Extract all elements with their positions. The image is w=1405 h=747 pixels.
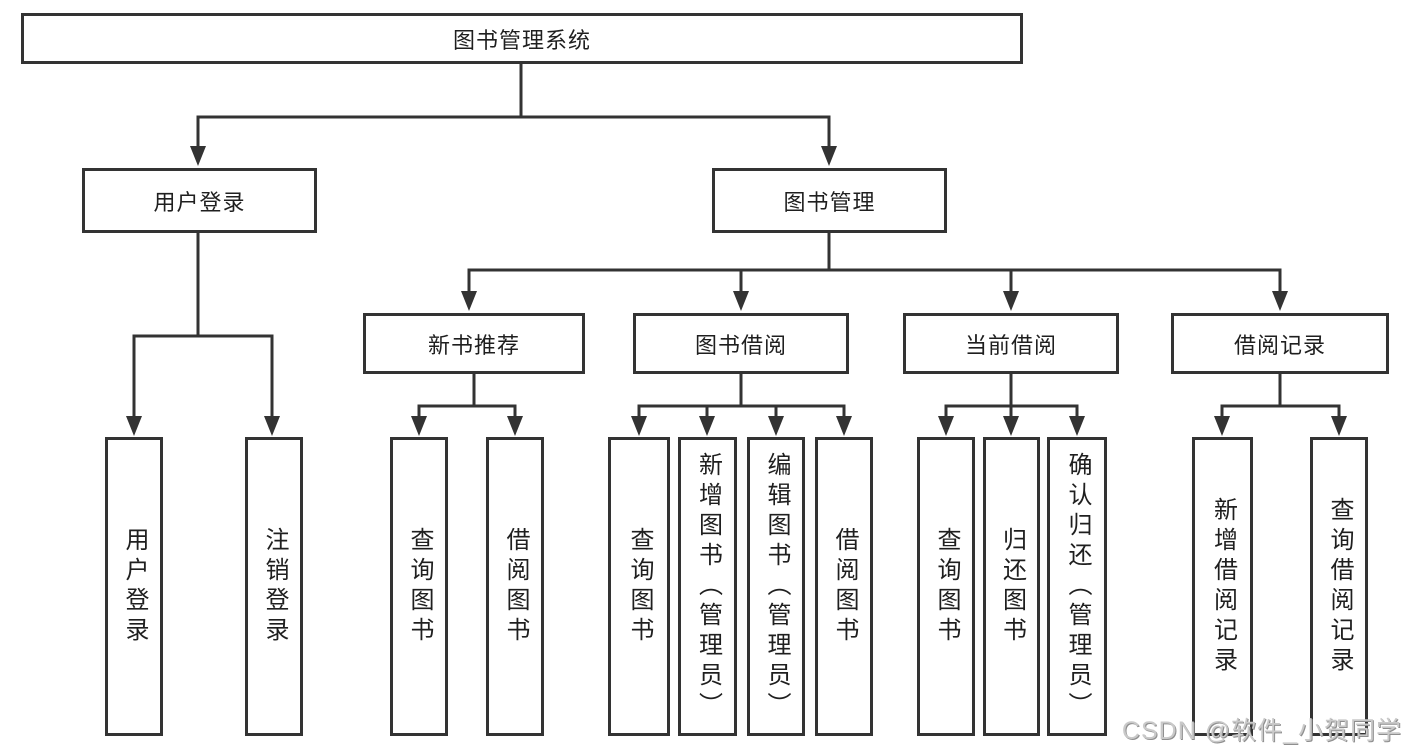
leaf-cb-return-books: 归还图书 <box>983 437 1040 736</box>
leaf-nb-borrow-books: 借阅图书 <box>486 437 544 736</box>
arrowhead-bb-borrow <box>836 416 852 436</box>
arrowhead-nb-query <box>411 416 427 436</box>
node-borrow-records: 借阅记录 <box>1171 313 1389 374</box>
node-book-mgmt: 图书管理 <box>712 168 947 233</box>
arrowhead-cb-return <box>1003 416 1019 436</box>
arrowhead-current-borrow <box>1003 291 1019 311</box>
leaf-cb-query-books: 查询图书 <box>917 437 975 736</box>
arrowhead-br-query <box>1331 416 1347 436</box>
arrowhead-leaf-user-login <box>126 416 142 436</box>
arrowhead-bb-query <box>631 416 647 436</box>
leaf-bb-edit-books-admin: 编辑图书（管理员） <box>747 437 805 736</box>
leaf-bb-query-books: 查询图书 <box>608 437 670 736</box>
new-books-distribution-line <box>417 404 517 424</box>
arrowhead-new-books <box>461 291 477 311</box>
arrowhead-bb-add <box>699 416 715 436</box>
arrowhead-book-mgmt <box>821 146 837 166</box>
leaf-bb-add-books-admin: 新增图书（管理员） <box>678 437 737 736</box>
arrowhead-borrow-records <box>1272 291 1288 311</box>
leaf-logout: 注销登录 <box>245 437 303 736</box>
leaf-br-query-record: 查询借阅记录 <box>1310 437 1368 736</box>
csdn-watermark: CSDN @软件_小贺同学 <box>1121 717 1402 745</box>
level2-distribution-line <box>196 115 831 154</box>
arrowhead-cb-query <box>938 416 954 436</box>
book-borrow-distribution-line <box>637 404 846 424</box>
arrowhead-br-add <box>1214 416 1230 436</box>
borrow-records-distribution-line <box>1220 404 1341 424</box>
leaf-bb-borrow-books: 借阅图书 <box>815 437 873 736</box>
arrowhead-user-login <box>190 146 206 166</box>
arrowhead-book-borrow <box>733 291 749 311</box>
leaf-user-login: 用户登录 <box>105 437 163 736</box>
arrowhead-bb-edit <box>768 416 784 436</box>
node-book-borrow: 图书借阅 <box>633 313 849 374</box>
leaf-cb-confirm-return-admin: 确认归还（管理员） <box>1047 437 1107 736</box>
node-user-login: 用户登录 <box>82 168 317 233</box>
node-library-system: 图书管理系统 <box>21 13 1023 64</box>
user-login-distribution-line <box>132 334 274 424</box>
node-current-borrow: 当前借阅 <box>903 313 1119 374</box>
level3-distribution-line <box>467 268 1282 299</box>
arrowhead-leaf-logout <box>264 416 280 436</box>
node-new-books: 新书推荐 <box>363 313 585 374</box>
leaf-nb-query-books: 查询图书 <box>390 437 448 736</box>
leaf-br-add-record: 新增借阅记录 <box>1192 437 1253 736</box>
arrowhead-cb-confirm <box>1069 416 1085 436</box>
arrowhead-nb-borrow <box>507 416 523 436</box>
